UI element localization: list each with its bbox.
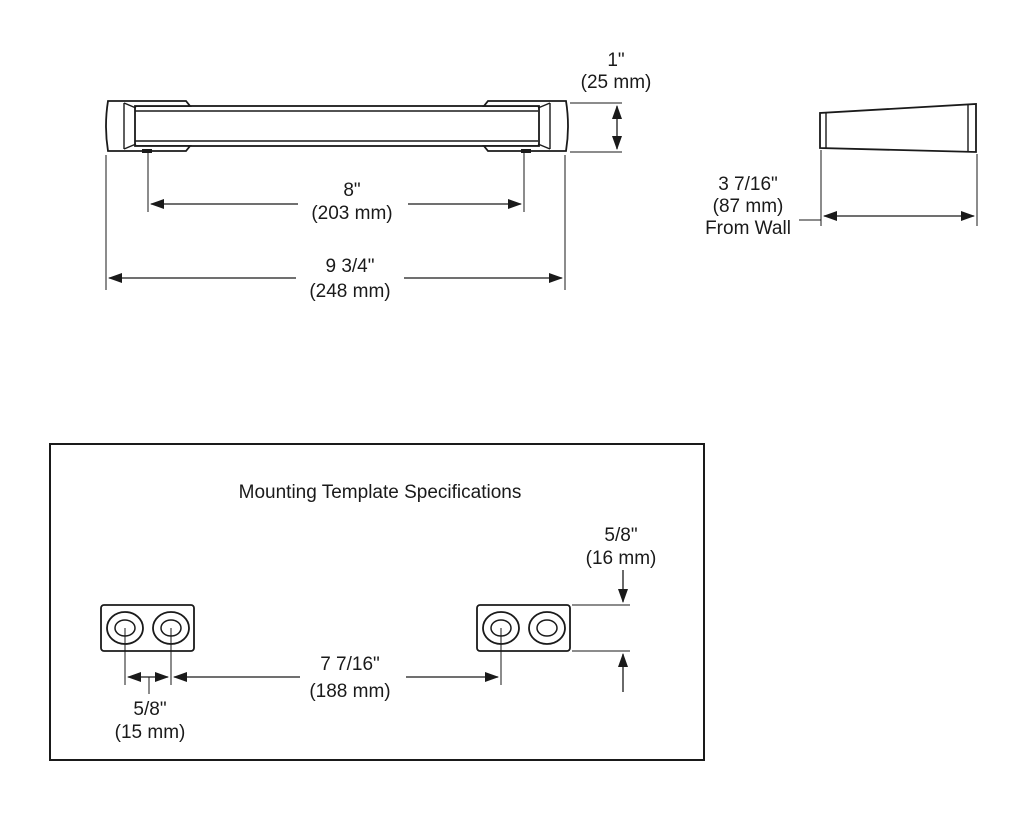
template-vertical-imperial: 5/8" bbox=[604, 525, 637, 546]
height-imperial: 1" bbox=[607, 50, 624, 71]
center-metric: (203 mm) bbox=[311, 203, 392, 224]
template-vertical-metric: (16 mm) bbox=[586, 548, 657, 569]
length-imperial: 9 3/4" bbox=[325, 256, 374, 277]
height-metric: (25 mm) bbox=[581, 72, 652, 93]
mounting-template-panel: Mounting Template Specifications 5/8" (1… bbox=[49, 443, 705, 761]
projection-metric: (87 mm) bbox=[713, 196, 784, 217]
projection-note: From Wall bbox=[705, 218, 791, 239]
template-hole-spacing-dimension: 7 7/16" (188 mm) bbox=[124, 628, 502, 702]
template-title: Mounting Template Specifications bbox=[239, 482, 522, 503]
template-pitch-imperial: 5/8" bbox=[133, 699, 166, 720]
template-vertical-dimension: 5/8" (16 mm) bbox=[572, 525, 656, 692]
template-hole-pitch-dimension: 5/8" (15 mm) bbox=[115, 672, 186, 743]
left-mounting-bracket bbox=[100, 604, 195, 652]
length-metric: (248 mm) bbox=[309, 281, 390, 302]
right-mounting-bracket bbox=[476, 604, 571, 652]
bar-side-view bbox=[819, 103, 977, 153]
template-spacing-imperial: 7 7/16" bbox=[320, 654, 380, 675]
bar-front-view bbox=[105, 100, 569, 153]
height-dimension: 1" (25 mm) bbox=[570, 50, 652, 153]
template-pitch-metric: (15 mm) bbox=[115, 722, 186, 743]
template-spacing-metric: (188 mm) bbox=[309, 681, 390, 702]
overall-length-dimension: 9 3/4" (248 mm) bbox=[105, 155, 566, 302]
projection-dimension: 3 7/16" (87 mm) From Wall bbox=[705, 150, 978, 239]
projection-imperial: 3 7/16" bbox=[718, 174, 778, 195]
center-to-center-dimension: 8" (203 mm) bbox=[147, 153, 525, 224]
center-imperial: 8" bbox=[343, 180, 360, 201]
